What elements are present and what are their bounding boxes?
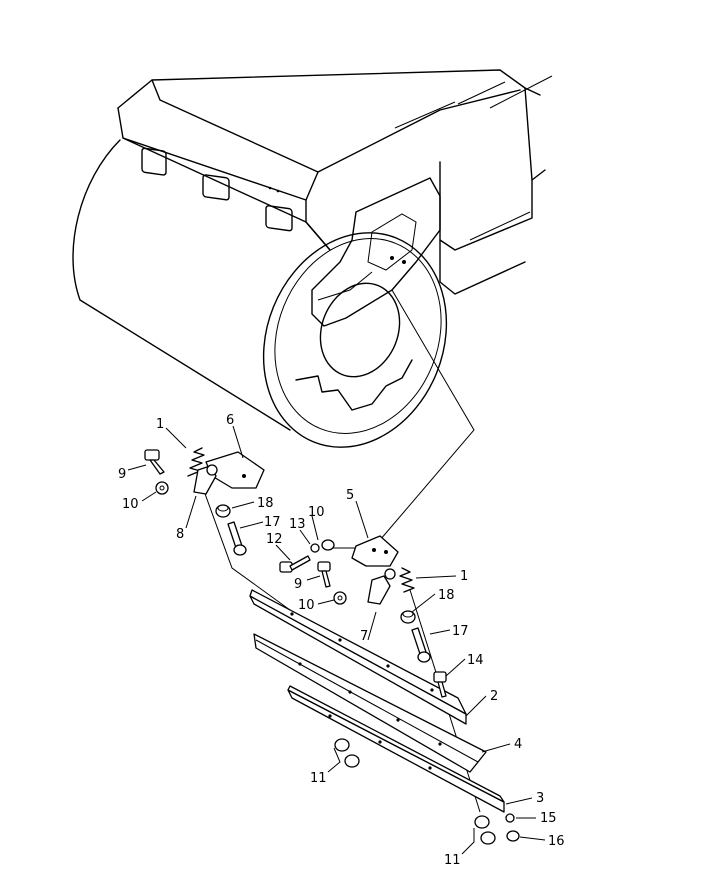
- callout-3: 3: [536, 791, 544, 806]
- callout-13: 13: [289, 517, 306, 532]
- callout-18-right: 18: [438, 588, 455, 603]
- callout-17-right: 17: [452, 624, 469, 639]
- callout-11-left: 11: [310, 771, 327, 786]
- callout-9-left: 9: [118, 467, 126, 482]
- callout-14: 14: [467, 653, 484, 668]
- lower-fasteners: [334, 738, 520, 845]
- left-bracket-assembly: [144, 447, 265, 556]
- callout-6: 6: [226, 413, 234, 428]
- callout-8: 8: [176, 527, 184, 542]
- callout-1-right: 1: [460, 569, 468, 584]
- callout-10-lower: 10: [298, 598, 315, 613]
- callout-4: 4: [514, 737, 522, 752]
- callout-15: 15: [540, 811, 557, 826]
- callout-leaders: [127, 425, 546, 855]
- scraper-blade-2: [249, 589, 467, 725]
- machine-frame: [117, 69, 553, 295]
- callout-10-left: 10: [122, 497, 139, 512]
- scraper-blade-4: [253, 633, 487, 773]
- callout-5: 5: [346, 488, 354, 503]
- callout-18-left: 18: [257, 496, 274, 511]
- callout-17-left: 17: [264, 515, 281, 530]
- callout-labels: 1 1 2 3 4 5 6 7 8 9 9 10 10 10 11 11 12 …: [118, 413, 565, 868]
- callout-11-right: 11: [444, 853, 461, 868]
- scraper-plate-3: [287, 685, 505, 813]
- callout-1-left: 1: [156, 417, 164, 432]
- callout-2: 2: [490, 689, 498, 704]
- callout-16: 16: [548, 834, 565, 849]
- callout-10-upper: 10: [308, 505, 325, 520]
- right-bracket-assembly: [279, 535, 447, 698]
- callout-9-right: 9: [294, 577, 302, 592]
- callout-12: 12: [266, 532, 283, 547]
- roller-drum: [72, 139, 448, 448]
- callout-7: 7: [360, 629, 368, 644]
